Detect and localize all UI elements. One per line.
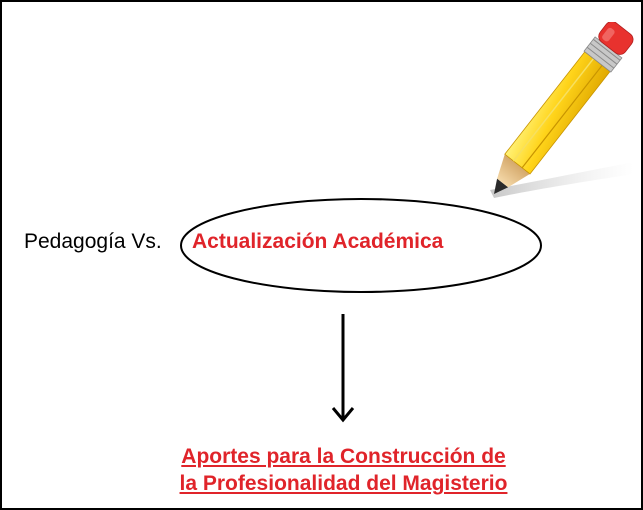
left-label: Pedagogía Vs. bbox=[24, 230, 162, 253]
pencil-icon bbox=[490, 22, 634, 198]
bottom-label-line1: Aportes para la Construcción de bbox=[181, 445, 506, 468]
highlight-ellipse bbox=[180, 198, 542, 293]
bottom-label: Aportes para la Construcción de la Profe… bbox=[102, 443, 585, 497]
center-label: Actualización Académica bbox=[192, 230, 444, 253]
bottom-label-line2: la Profesionalidad del Magisterio bbox=[179, 472, 508, 495]
arrow-down-icon bbox=[331, 314, 355, 423]
